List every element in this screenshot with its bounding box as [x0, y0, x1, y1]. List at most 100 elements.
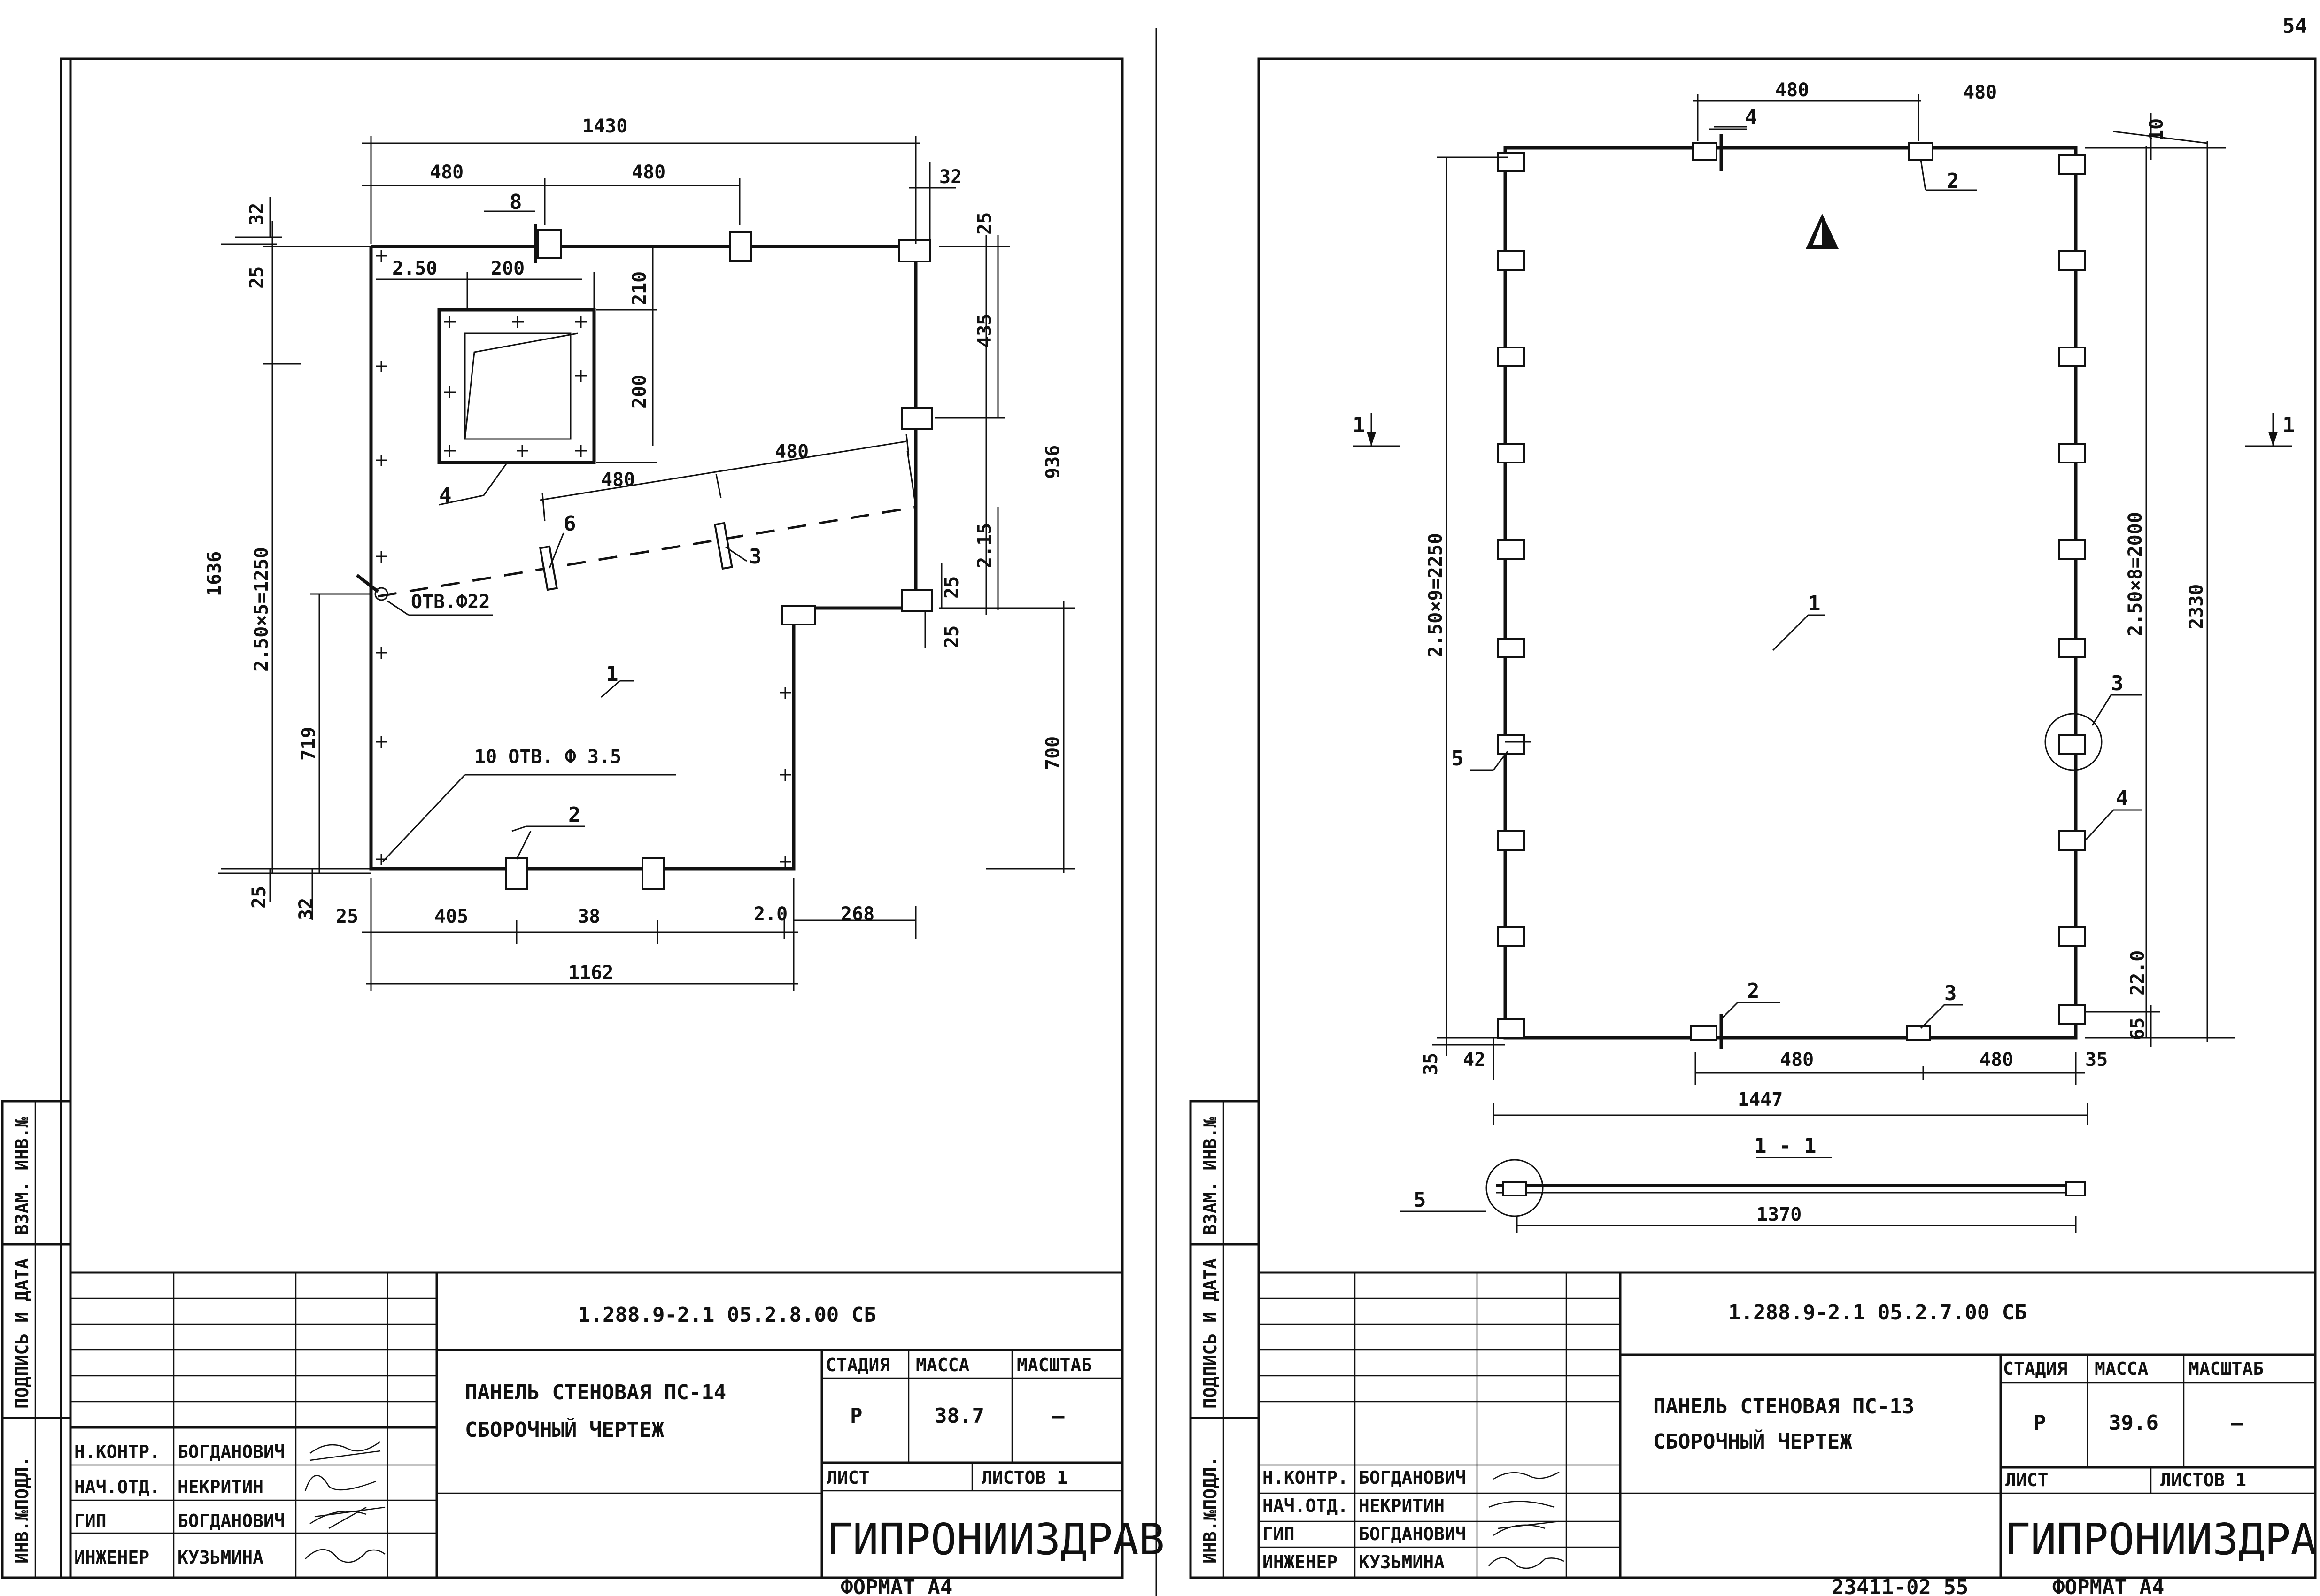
- right-format: ФОРМАТ А4: [2052, 1575, 2164, 1596]
- right-dim-1370: 1370: [1756, 1204, 1802, 1226]
- left-mass: 38.7: [935, 1404, 984, 1428]
- right-panel-drawing: 480 480 10 2.50×9=2250 2.50×8=2000 2330 …: [1353, 79, 2295, 1233]
- section-detail-circle: [1485, 1159, 1544, 1217]
- left-dim-25r: 25: [974, 212, 996, 235]
- left-dimension-lines: [218, 136, 1075, 991]
- left-signature-1: [304, 1475, 376, 1491]
- right-mark-4r: 4: [2116, 786, 2128, 810]
- left-mark-3: 3: [749, 545, 762, 569]
- right-dim-2330: 2330: [2186, 584, 2207, 629]
- left-mark-6: 6: [564, 512, 576, 536]
- left-name-0: БОГДАНОВИЧ: [178, 1442, 285, 1462]
- left-dim-268: 268: [841, 903, 874, 925]
- left-signature-2: [309, 1506, 386, 1529]
- section-label: 1 - 1: [1754, 1134, 1816, 1158]
- right-doc-code: 1.288.9-2.1 05.2.7.00 СБ: [1728, 1301, 2027, 1325]
- right-mark-3r: 3: [2111, 671, 2124, 695]
- left-dim-405: 405: [434, 906, 468, 927]
- left-dim-250: 2.50: [392, 258, 437, 279]
- right-name-1: НЕКРИТИН: [1359, 1496, 1445, 1516]
- left-dim-210: 210: [629, 271, 650, 305]
- left-dim-32t: 32: [939, 166, 962, 188]
- left-dim-700: 700: [1042, 736, 1064, 770]
- right-dim-480a: 480: [1775, 79, 1809, 101]
- left-dimension-text: 1430 480 480 32 32 25 2.50 200 210 200 2…: [204, 116, 1064, 984]
- left-dim-936: 936: [1042, 445, 1064, 479]
- left-format: ФОРМАТ А4: [841, 1575, 952, 1596]
- left-mark-8: 8: [510, 190, 522, 214]
- left-cut-line: [378, 506, 916, 598]
- left-title-1: ПАНЕЛЬ СТЕНОВАЯ ПС-14: [465, 1380, 726, 1404]
- right-h-scale: МАСШТАБ: [2189, 1358, 2264, 1379]
- right-side-replace: ВЗАМ. ИНВ.№: [1200, 1117, 1221, 1235]
- right-title-2: СБОРОЧНЫЙ ЧЕРТЕЖ: [1653, 1429, 1852, 1454]
- left-dim-480a: 480: [430, 162, 464, 183]
- right-signature-3: [1488, 1557, 1564, 1569]
- right-dim-35l: 35: [1420, 1053, 1442, 1075]
- left-sheet: ИНВ.№ПОДЛ. ПОДПИСЬ И ДАТА ВЗАМ. ИНВ.№: [1, 57, 1165, 1596]
- right-role-1: НАЧ.ОТД.: [1262, 1496, 1348, 1516]
- left-h-mass: МАССА: [916, 1355, 970, 1375]
- right-dimension-text: 480 480 10 2.50×9=2250 2.50×8=2000 2330 …: [1353, 79, 2295, 1226]
- left-title-2: СБОРОЧНЫЙ ЧЕРТЕЖ: [465, 1417, 664, 1442]
- left-dim-215: 2.15: [974, 523, 996, 568]
- right-dim-65: 65: [2127, 1018, 2149, 1040]
- right-left-brackets: [1497, 152, 1525, 1039]
- left-doc-code: 1.288.9-2.1 05.2.8.00 СБ: [578, 1303, 876, 1327]
- right-mark-4t: 4: [1745, 106, 1757, 130]
- right-scale: —: [2231, 1411, 2243, 1435]
- left-dim-32tl: 32: [246, 203, 268, 225]
- right-sheets-label: ЛИСТОВ 1: [2160, 1470, 2246, 1490]
- right-mark-1: 1: [1808, 592, 1821, 616]
- left-dim-480b: 480: [632, 162, 665, 183]
- right-mark-2t: 2: [1947, 169, 1959, 193]
- left-h-stage: СТАДИЯ: [826, 1355, 890, 1375]
- right-side-inv: ИНВ.№ПОДЛ.: [1200, 1456, 1221, 1564]
- left-h-scale: МАСШТАБ: [1017, 1355, 1092, 1375]
- left-name-1: НЕКРИТИН: [178, 1477, 263, 1497]
- left-side-sign: ПОДПИСЬ И ДАТА: [12, 1258, 32, 1409]
- right-org: ГИПРОНИИЗДРАВ: [2004, 1514, 2320, 1565]
- left-hole-marks: [376, 250, 791, 868]
- right-dim-35r: 35: [2085, 1049, 2108, 1071]
- left-dim-1636: 1636: [204, 551, 225, 596]
- right-dim-480d: 480: [1980, 1049, 2013, 1071]
- right-stage: Р: [2034, 1411, 2046, 1435]
- left-note-holes35: 10 ОТВ. Ф 3.5: [474, 746, 621, 768]
- right-signature-0: [1493, 1471, 1560, 1480]
- left-role-3: ИНЖЕНЕР: [74, 1547, 149, 1568]
- left-outer-frame: [60, 57, 1124, 1579]
- left-dim-25m2: 25: [941, 625, 963, 648]
- right-title-1: ПАНЕЛЬ СТЕНОВАЯ ПС-13: [1653, 1395, 1914, 1419]
- left-dim-480c: 480: [775, 441, 809, 463]
- left-title-block: 1.288.9-2.1 05.2.8.00 СБ ПАНЕЛЬ СТЕНОВАЯ…: [70, 1271, 1165, 1578]
- left-dim-1430: 1430: [582, 116, 627, 137]
- left-mark-4: 4: [439, 484, 452, 508]
- left-dim-25b: 25: [336, 906, 358, 927]
- right-dim-42: 42: [1463, 1049, 1485, 1071]
- right-dim-220: 22.0: [2127, 950, 2149, 995]
- right-h-stage: СТАДИЯ: [2003, 1358, 2067, 1379]
- right-name-2: БОГДАНОВИЧ: [1359, 1524, 1466, 1544]
- left-dim-435: 435: [974, 314, 996, 347]
- right-role-0: Н.КОНТР.: [1262, 1467, 1348, 1488]
- right-dim-250x8: 2.50×8=2000: [2125, 512, 2146, 636]
- right-role-3: ИНЖЕНЕР: [1262, 1552, 1338, 1573]
- right-name-0: БОГДАНОВИЧ: [1359, 1467, 1466, 1488]
- left-dim-1162: 1162: [568, 962, 613, 984]
- left-stage: Р: [850, 1404, 863, 1428]
- right-panel-outline: [1503, 146, 2078, 1040]
- right-mark-2b: 2: [1747, 979, 1760, 1003]
- left-dim-480d: 480: [601, 469, 635, 491]
- right-dim-250x9: 2.50×9=2250: [1425, 533, 1446, 657]
- left-role-2: ГИП: [74, 1511, 107, 1531]
- right-mark-5: 5: [1451, 747, 1464, 771]
- right-signature-1: [1488, 1501, 1555, 1508]
- left-window-frame: [437, 308, 596, 464]
- left-mark-1: 1: [606, 662, 619, 686]
- right-mass: 39.6: [2109, 1411, 2158, 1435]
- left-role-1: НАЧ.ОТД.: [74, 1477, 160, 1497]
- left-dim-20: 2.0: [754, 903, 788, 925]
- left-signature-0: [309, 1441, 381, 1461]
